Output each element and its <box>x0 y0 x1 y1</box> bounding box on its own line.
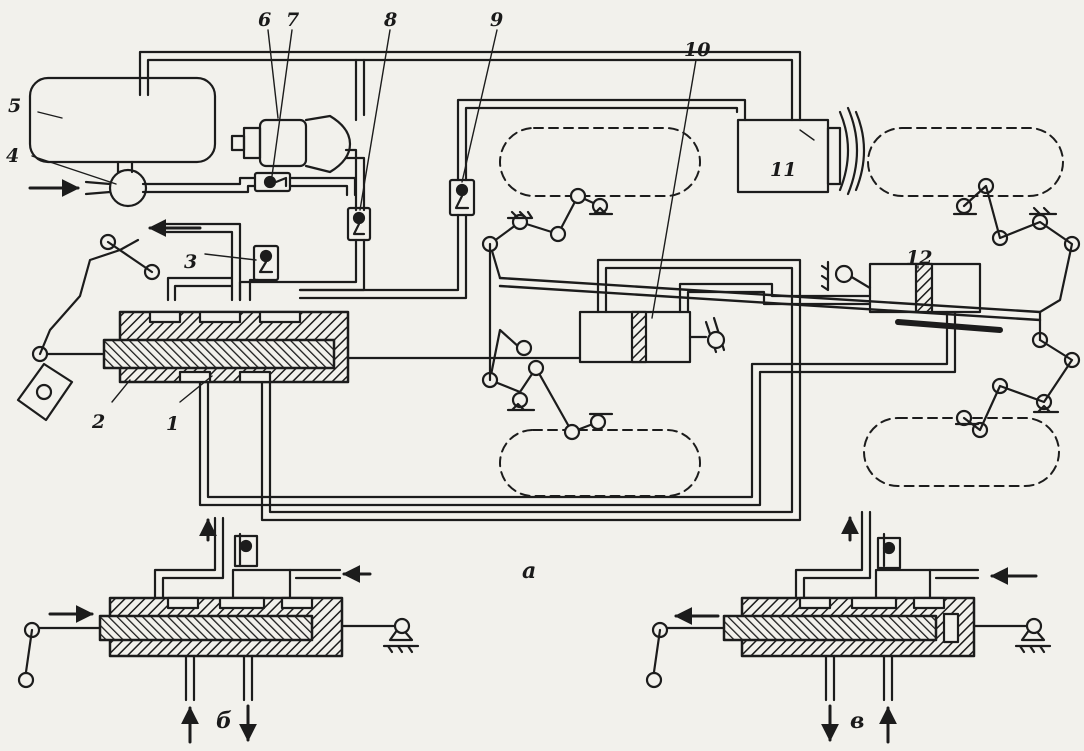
distributor-main <box>38 310 582 384</box>
check-valve-7 <box>253 171 292 193</box>
panel-label-v: в <box>850 708 864 734</box>
panel-label-b: б <box>216 708 232 734</box>
check-valve-8 <box>346 206 372 242</box>
wheel-rear-left <box>499 429 701 497</box>
callout-4: 4 <box>6 145 19 167</box>
cylinder-10 <box>578 310 726 364</box>
callout-12: 12 <box>906 247 932 269</box>
callout-2: 2 <box>91 411 105 433</box>
wheel-front-left <box>499 127 701 197</box>
callout-6: 6 <box>258 9 271 31</box>
steering-lever <box>16 233 161 422</box>
wheel-front-right <box>867 127 1064 197</box>
linkage-left <box>481 187 614 441</box>
pump-4 <box>108 168 148 208</box>
panel-label-a: а <box>522 558 536 584</box>
wheel-rear-right <box>863 417 1060 487</box>
distributor-v <box>645 510 1052 744</box>
callout-5: 5 <box>8 95 21 117</box>
pipe-network <box>138 50 957 522</box>
callout-1: 1 <box>166 413 179 435</box>
check-valve-3 <box>252 244 280 282</box>
callout-10: 10 <box>684 39 710 61</box>
callout-8: 8 <box>383 9 397 31</box>
callout-7: 7 <box>286 9 299 31</box>
callout-11: 11 <box>770 159 796 181</box>
callout-3: 3 <box>184 251 197 273</box>
distributor-b <box>17 516 420 744</box>
pump-11 <box>736 106 866 196</box>
check-valve-9 <box>448 178 476 217</box>
callout-labels: 5 4 6 7 8 9 10 11 12 3 2 1 а б в <box>6 9 932 734</box>
tank-5 <box>28 76 217 164</box>
callout-9: 9 <box>490 9 503 31</box>
callout-leaders <box>31 29 919 403</box>
linkage-right <box>952 177 1081 439</box>
filter-6 <box>230 114 352 174</box>
